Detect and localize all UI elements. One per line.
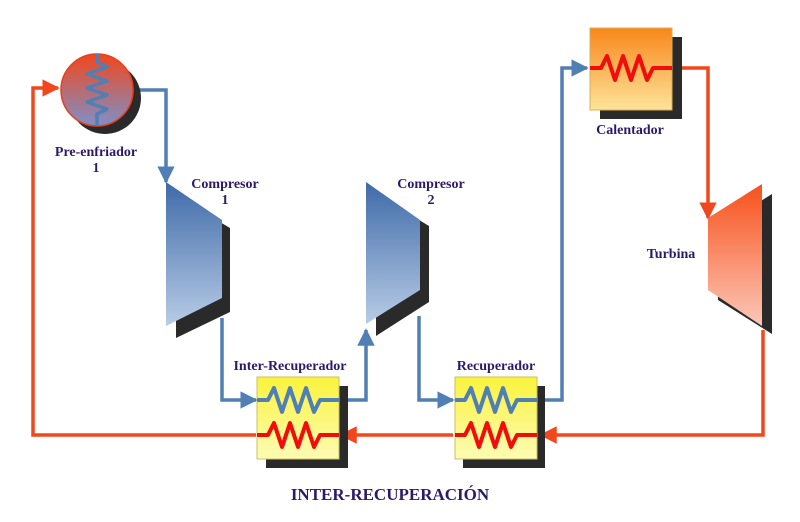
precooler-label-line1: Pre-enfriador xyxy=(55,145,137,160)
precooler-label-line2: 1 xyxy=(93,161,100,176)
compressor-2-body xyxy=(366,182,420,324)
heater: Calentador xyxy=(589,27,682,138)
cold-coil-icon xyxy=(455,386,537,414)
heating-coil-icon xyxy=(590,54,672,82)
turbine-label: Turbina xyxy=(647,247,696,262)
recuperator-label: Recuperador xyxy=(457,359,536,374)
inter-recuperator-label: Inter-Recuperador xyxy=(233,359,346,374)
cold-coil-icon xyxy=(257,386,339,414)
coil-icon xyxy=(85,54,109,126)
turbine: Turbina xyxy=(647,184,772,334)
precooler: Pre-enfriador 1 xyxy=(55,53,141,176)
pipe-compressor2-to-recuperator xyxy=(417,316,455,409)
pipe-recuperator-to-heater xyxy=(533,59,589,402)
compressor-2: Compresor 2 xyxy=(366,177,465,336)
compressor-1-body xyxy=(166,182,222,326)
diagram-title: INTER-RECUPERACIÓN xyxy=(291,485,490,504)
compressor-1: Compresor 1 xyxy=(166,177,259,338)
hot-coil-icon xyxy=(455,421,537,449)
pipe-precooler-to-compressor1 xyxy=(132,88,175,184)
recuperator: Recuperador xyxy=(454,359,545,468)
compressor-2-label-line2: 2 xyxy=(428,193,435,208)
compressor-1-label-line2: 1 xyxy=(222,193,229,208)
pipe-compressor1-to-interrecuperator xyxy=(220,318,258,409)
pipe-interrecuperator-to-precooler xyxy=(31,79,256,437)
turbine-body xyxy=(708,184,762,326)
pipe-turbine-to-recuperator xyxy=(539,330,765,444)
compressor-2-label-line1: Compresor xyxy=(397,177,464,192)
compressor-1-label-line1: Compresor xyxy=(191,177,258,192)
heater-label: Calentador xyxy=(596,123,664,138)
hot-coil-icon xyxy=(257,421,339,449)
inter-recuperator: Inter-Recuperador xyxy=(233,359,348,468)
